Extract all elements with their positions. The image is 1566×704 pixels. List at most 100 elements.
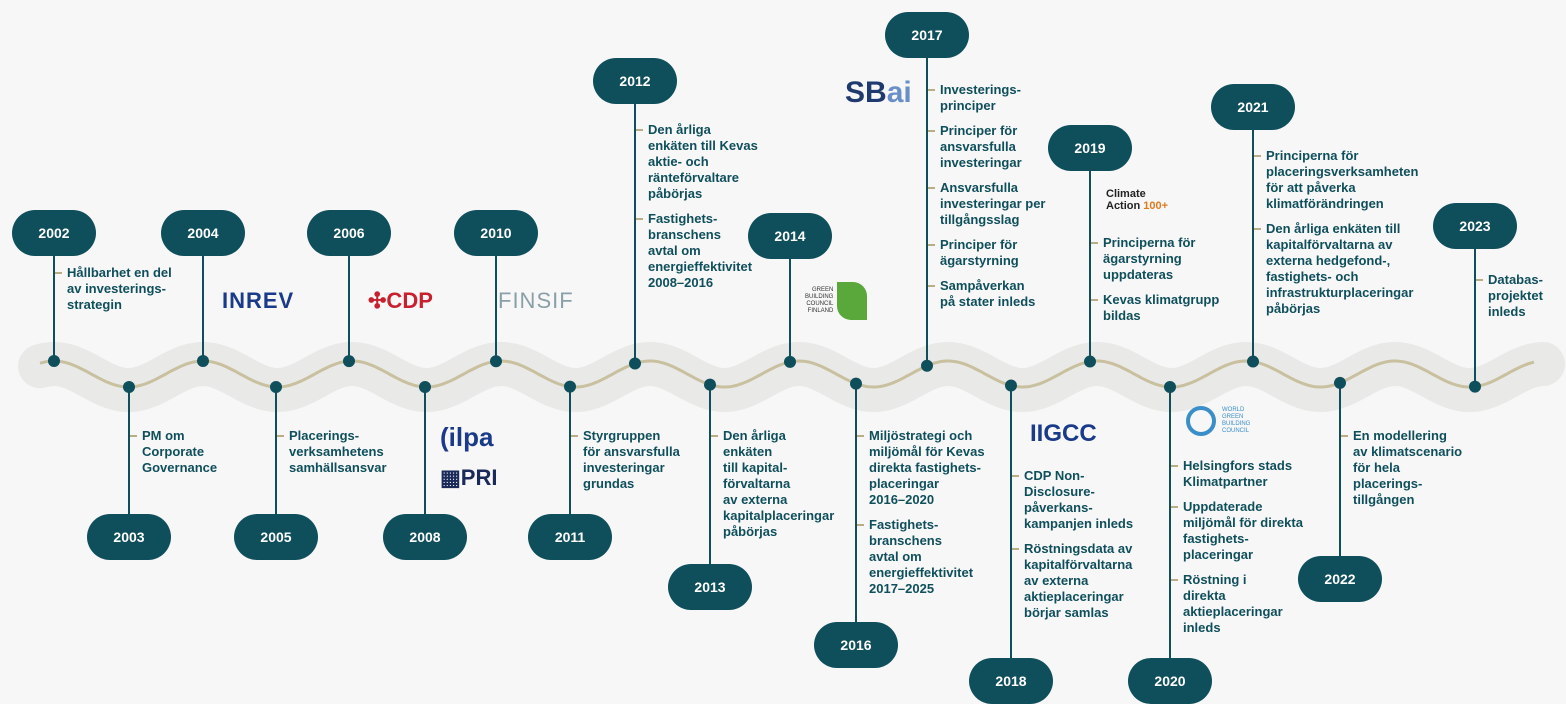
event-item: En modellering av klimatscenario för hel…	[1341, 428, 1501, 508]
event-items-2016: Miljöstrategi och miljömål för Kevas dir…	[857, 428, 1017, 606]
event-item: Den årliga enkäten till kapital- förvalt…	[711, 428, 871, 540]
year-pill-2004: 2004	[161, 210, 245, 256]
sbai-logo: SBai	[845, 76, 912, 109]
timeline-stem-2013	[709, 384, 711, 587]
timeline-stem-2020	[1169, 386, 1171, 681]
year-pill-2002: 2002	[12, 210, 96, 256]
finsif-logo: FINSIF	[498, 288, 574, 313]
year-pill-2010: 2010	[454, 210, 538, 256]
year-pill-2011: 2011	[528, 514, 612, 560]
event-item: Fastighets- branschens avtal om energief…	[857, 517, 1017, 597]
year-pill-2003: 2003	[87, 514, 171, 560]
timeline-stem-2005	[275, 386, 277, 537]
timeline-dot-2004	[197, 355, 209, 367]
timeline-stem-2016	[855, 383, 857, 645]
timeline-stem-2010	[495, 233, 497, 362]
event-logo-2010: FINSIF	[498, 288, 574, 314]
cdp-logo: ✣CDP	[368, 288, 433, 313]
event-item: Principer för ägarstyrning	[928, 237, 1088, 269]
ilpa-logo: (ilpa	[440, 422, 494, 452]
event-item: Principer för ansvarsfulla investeringar	[928, 123, 1088, 171]
timeline-dot-2012	[629, 357, 641, 370]
event-items-2023: Databas- projektet inleds	[1476, 272, 1566, 329]
timeline-stem-2023	[1474, 226, 1476, 387]
event-items-2018: CDP Non- Disclosure- påverkans- kampanje…	[1012, 468, 1172, 630]
event-items-2013: Den årliga enkäten till kapital- förvalt…	[711, 428, 871, 549]
year-pill-2008: 2008	[383, 514, 467, 560]
event-logo-2018: IIGCC	[1030, 420, 1097, 448]
timeline-dot-2002	[48, 355, 60, 367]
timeline-dot-2010	[490, 355, 502, 368]
year-pill-2005: 2005	[234, 514, 318, 560]
year-pill-2020: 2020	[1128, 658, 1212, 704]
year-pill-2012: 2012	[593, 58, 677, 104]
event-item: PM om Corporate Governance	[130, 428, 290, 476]
year-pill-2016: 2016	[814, 622, 898, 668]
inrev-logo: INREV	[222, 288, 295, 313]
event-item: CDP Non- Disclosure- påverkans- kampanje…	[1012, 468, 1172, 532]
year-pill-2021: 2021	[1211, 84, 1295, 130]
event-item: Principerna för placeringsverksamheten f…	[1254, 148, 1418, 212]
year-pill-2006: 2006	[307, 210, 391, 256]
event-logo-2004: INREV	[222, 288, 294, 314]
event-item: Den årliga enkäten till kapitalförvaltar…	[1254, 221, 1414, 317]
timeline-dot-2019	[1084, 355, 1096, 368]
event-items-2003: PM om Corporate Governance	[130, 428, 290, 485]
timeline-dot-2006	[343, 355, 355, 368]
timeline-dot-2021	[1247, 355, 1259, 368]
event-item: Röstningsdata av kapitalförvaltarna av e…	[1012, 541, 1172, 621]
timeline-stem-2018	[1010, 385, 1012, 681]
timeline-stem-2003	[128, 386, 130, 537]
timeline-stem-2022	[1339, 382, 1341, 579]
event-item: Fastighets- branschens avtal om energief…	[636, 211, 796, 291]
event-item: Miljöstrategi och miljömål för Kevas dir…	[857, 428, 1017, 508]
timeline-stem-2012	[634, 81, 636, 364]
event-item: Helsingfors stads Klimatpartner	[1171, 458, 1331, 490]
timeline-stem-2021	[1252, 107, 1254, 362]
timeline-stem-2004	[202, 233, 204, 361]
timeline-stem-2006	[348, 233, 350, 362]
event-item: Sampåverkan på stater inleds	[928, 278, 1088, 310]
year-pill-2022: 2022	[1298, 556, 1382, 602]
timeline-dot-2023	[1469, 380, 1481, 393]
event-item: Uppdaterade miljömål för direkta fastigh…	[1171, 499, 1331, 563]
event-item: Databas- projektet inleds	[1476, 272, 1566, 320]
event-items-2021: Principerna för placeringsverksamheten f…	[1254, 148, 1418, 326]
event-items-2005: Placerings- verksamhetens samhällsansvar	[277, 428, 437, 485]
year-pill-2018: 2018	[969, 658, 1053, 704]
event-item: Principerna för ägarstyrning uppdateras	[1091, 235, 1251, 283]
year-pill-2017: 2017	[885, 12, 969, 58]
event-item: Röstning i direkta aktieplaceringar inle…	[1171, 572, 1331, 636]
event-items-2012: Den årliga enkäten till Kevas aktie- och…	[636, 122, 796, 300]
timeline-stem-2002	[53, 233, 55, 361]
timeline-stem-2011	[569, 386, 571, 537]
year-pill-2014: 2014	[748, 213, 832, 259]
year-pill-2023: 2023	[1433, 203, 1517, 249]
event-logo-2006: ✣CDP	[368, 288, 433, 314]
timeline-dot-2014	[784, 355, 796, 368]
timeline-stem-2008	[424, 386, 426, 537]
event-logo-2017: SBai	[845, 76, 912, 110]
timeline-stem-2014	[789, 236, 791, 362]
event-items-2002: Hållbarhet en del av investerings- strat…	[55, 265, 215, 322]
event-item: Kevas klimatgrupp bildas	[1091, 292, 1251, 324]
event-item: Ansvarsfulla investeringar per tillgångs…	[928, 180, 1088, 228]
event-item: Den årliga enkäten till Kevas aktie- och…	[636, 122, 796, 202]
iigcc-logo: IIGCC	[1030, 420, 1097, 447]
event-item: Hållbarhet en del av investerings- strat…	[55, 265, 215, 313]
pri-logo: ▦PRI	[440, 465, 498, 490]
event-items-2022: En modellering av klimatscenario för hel…	[1341, 428, 1501, 517]
timeline-dot-2017	[921, 359, 933, 372]
event-item: Investerings- principer	[928, 82, 1088, 114]
event-items-2011: Styrgruppen för ansvarsfulla investering…	[571, 428, 731, 501]
year-pill-2013: 2013	[668, 564, 752, 610]
